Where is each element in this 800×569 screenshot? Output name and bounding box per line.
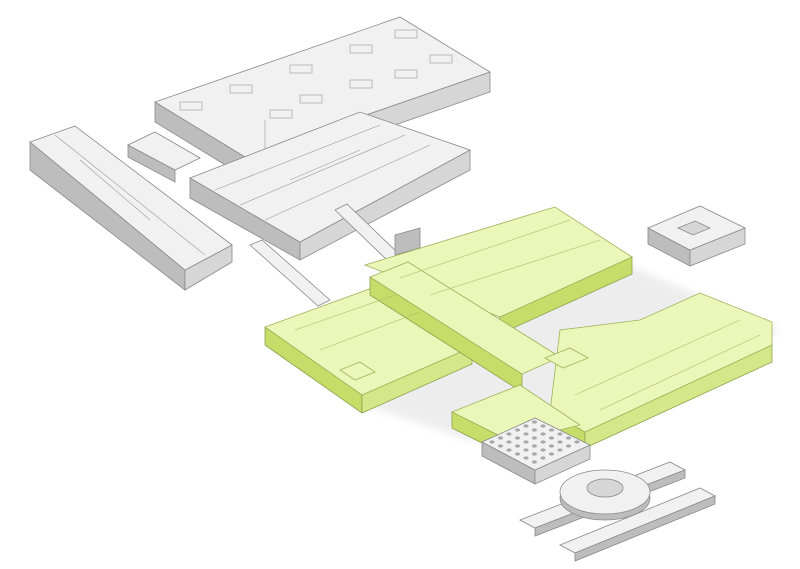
perforation-hole [557, 448, 563, 452]
perforation-hole [548, 436, 555, 440]
perforation-hole [548, 444, 555, 448]
perforation-hole [565, 444, 572, 448]
perforation-hole [531, 452, 538, 456]
roof-lines [294, 219, 761, 411]
roundabout-structure [519, 461, 716, 562]
connector-bridges [249, 203, 421, 307]
perforation-hole [514, 452, 521, 456]
perforation-hole [497, 436, 504, 440]
isolated-block-right [647, 205, 746, 267]
perforation-hole [557, 440, 563, 444]
right-wing [544, 292, 773, 449]
perforation-hole [548, 428, 555, 432]
new-buildings [264, 206, 780, 459]
perforation-hole [540, 456, 546, 460]
perforation-hole [574, 440, 580, 444]
perforation-hole [565, 436, 572, 440]
perforation-hole [523, 424, 529, 428]
perforation-hole [540, 432, 546, 436]
perforation-hole [523, 448, 529, 452]
perforation-hole [506, 432, 512, 436]
perforation-hole [514, 436, 521, 440]
perforation-hole [506, 440, 512, 444]
perforation-hole [540, 424, 546, 428]
perforated-block [481, 417, 591, 485]
perforation-hole [557, 432, 563, 436]
long-hall [189, 111, 471, 261]
perforation-hole [531, 436, 538, 440]
perforation-hole [531, 444, 538, 448]
perforation-hole [523, 440, 529, 444]
perforation-hole [523, 456, 529, 460]
perforation-hole [531, 420, 538, 424]
perforation-hole [497, 444, 504, 448]
small-block-top-left [127, 131, 201, 183]
perforation-hole [531, 460, 538, 464]
perforation-hole [514, 428, 521, 432]
perforation-hole [540, 448, 546, 452]
existing-buildings [29, 16, 746, 307]
perforation-hole [506, 448, 512, 452]
left-building [29, 125, 233, 291]
perforation-hole [540, 440, 546, 444]
perforation-hole [548, 452, 555, 456]
perforation-hole [514, 444, 521, 448]
perforation-hole [523, 432, 529, 436]
left-block [264, 286, 473, 414]
perforation-hole [531, 428, 538, 432]
perforation-hole [489, 440, 495, 444]
